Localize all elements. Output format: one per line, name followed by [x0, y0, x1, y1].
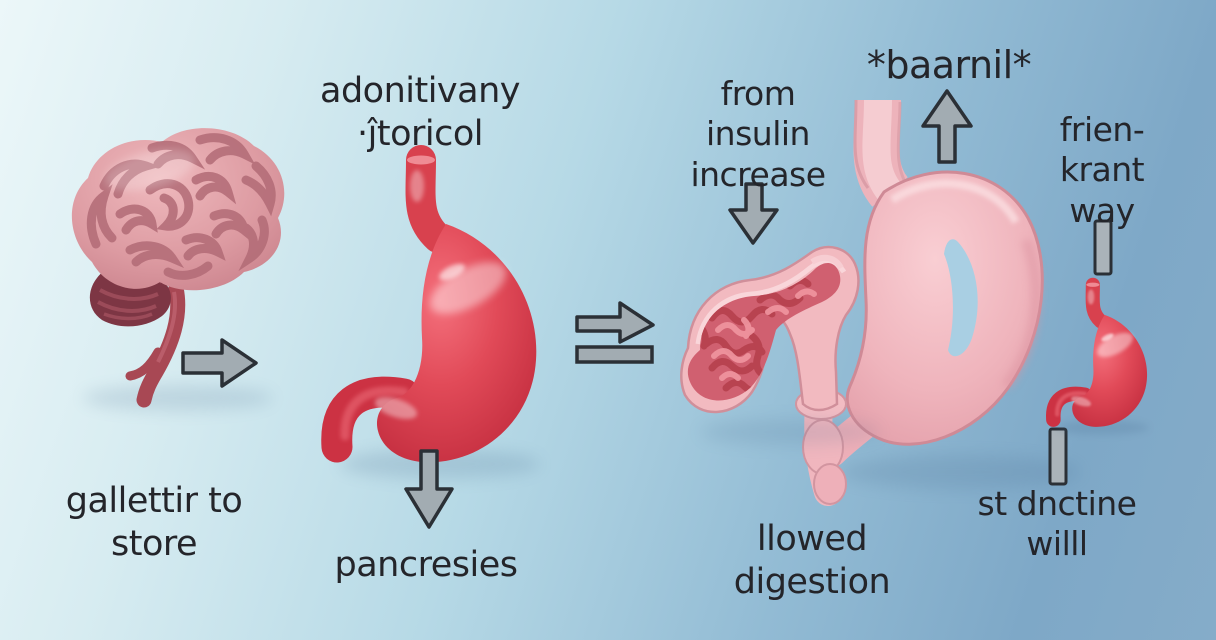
- arrow-up-icon: [921, 89, 973, 164]
- brain-stem: [136, 280, 186, 408]
- stomach-illustration: [337, 156, 540, 480]
- small-stomach-illustration: [1053, 283, 1149, 435]
- label-gallettir: gallettir to store: [65, 481, 243, 564]
- stomach-blue-slit: [944, 239, 978, 357]
- brain-illustration: [71, 128, 285, 411]
- label-digestion: llowed digestion: [733, 519, 891, 602]
- label-baarnil: *baarnil*: [866, 43, 1032, 87]
- equilibrium-arrows-icon: [575, 301, 655, 364]
- label-intestine: st dnctine willl: [977, 484, 1137, 564]
- label-pancreas: pancresies: [334, 545, 518, 585]
- bar-top-right-icon: [1093, 219, 1113, 276]
- arrow-down-insulin-icon: [728, 182, 779, 245]
- label-top-center: adonitivany ·ĵtoricol: [320, 71, 521, 154]
- bar-bottom-right-icon: [1048, 427, 1068, 486]
- arrow-right-icon: [181, 338, 258, 388]
- large-stomach-illustration: [817, 99, 1080, 489]
- stomach-cross-section-illustration: [680, 245, 880, 445]
- label-frien: frien- krant way: [1059, 110, 1145, 230]
- arrow-down-icon: [404, 449, 454, 529]
- label-insulin: from insulin increase: [690, 74, 826, 194]
